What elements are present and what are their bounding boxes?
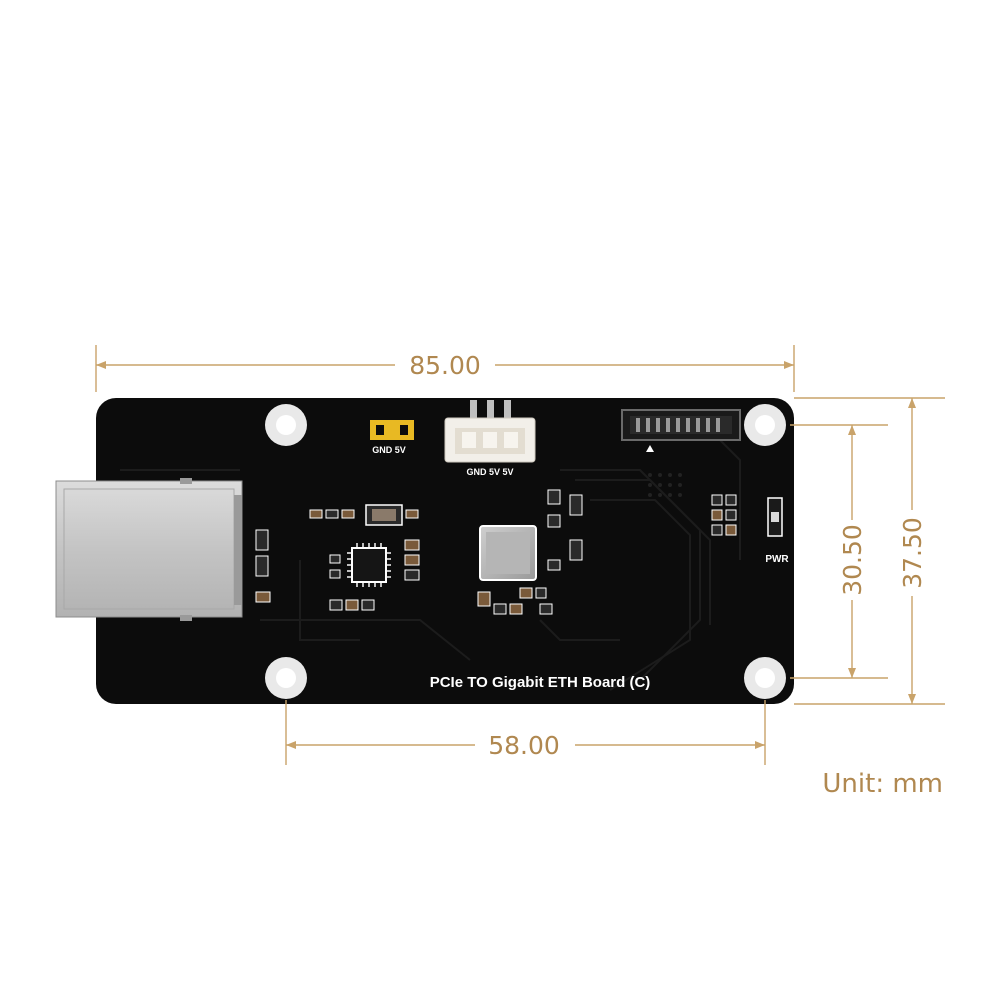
crystal-oscillator: [365, 504, 403, 526]
ethernet-controller-ic: [347, 543, 391, 587]
mounting-hole-bottom-left: [265, 657, 307, 699]
fan-connector-label: GND 5V 5V: [466, 467, 513, 477]
rj45-ethernet-jack: [55, 478, 243, 621]
dimension-overall-width: 85.00: [409, 351, 481, 380]
via-field: [648, 473, 682, 497]
mounting-hole-bottom-right: [744, 657, 786, 699]
mounting-hole-top-right: [744, 404, 786, 446]
pcb-traces: [120, 439, 741, 691]
dimension-overall-height: 37.50: [898, 517, 927, 589]
power-led-label: PWR: [765, 554, 789, 565]
mounting-hole-top-left: [265, 404, 307, 446]
smd-components: [255, 489, 737, 615]
power-inductor: [479, 525, 537, 581]
unit-label: Unit: mm: [822, 769, 943, 799]
fan-connector-3pin: [444, 400, 536, 463]
dimension-lines: [95, 345, 945, 765]
power-led: [767, 497, 783, 537]
pcie-fpc-connector: [621, 409, 741, 452]
dimension-hole-spacing-vertical: 30.50: [838, 524, 867, 596]
dimension-hole-spacing-horizontal: 58.00: [488, 731, 560, 760]
board-title-silkscreen: PCIe TO Gigabit ETH Board (C): [430, 674, 651, 691]
pcb-board: [96, 398, 794, 704]
power-header-2pin: [370, 420, 414, 440]
power-header-label: GND 5V: [372, 445, 406, 455]
